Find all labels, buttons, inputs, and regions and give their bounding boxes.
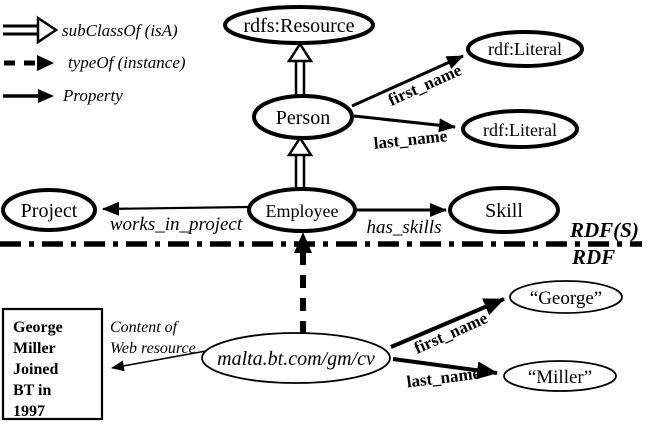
edge-last-name-schema-label: last_name bbox=[373, 126, 449, 153]
web-content-line: BT in bbox=[13, 382, 52, 399]
node-literal-miller: “Miller” bbox=[503, 360, 617, 392]
legend: subClassOf (isA) typeOf (instance) Prope… bbox=[3, 15, 186, 105]
subclassof-double-arrow-icon bbox=[3, 15, 59, 45]
node-web-resource-uri-label: malta.bt.com/gm/cv bbox=[217, 348, 375, 370]
node-literal-george-label: “George” bbox=[530, 288, 602, 309]
web-content-line: George bbox=[13, 319, 63, 336]
web-content-line: 1997 bbox=[13, 403, 45, 420]
node-project: Project bbox=[1, 188, 97, 232]
typeof-dashed-arrow-icon bbox=[4, 55, 54, 71]
node-employee: Employee bbox=[247, 187, 357, 233]
property-solid-arrow-icon bbox=[3, 89, 54, 103]
edge-last-name-instance bbox=[392, 357, 498, 380]
node-employee-label: Employee bbox=[266, 201, 339, 221]
web-content-box: George Miller Joined BT in 1997 bbox=[1, 307, 104, 421]
node-rdf-literal-first: rdf:Literal bbox=[466, 30, 584, 68]
web-resource-note-line2: Web resource bbox=[110, 340, 196, 357]
node-skill: Skill bbox=[448, 186, 560, 234]
edge-works-in-project-label: works_in_project bbox=[110, 214, 243, 235]
schema-layer-label: RDF(S) bbox=[569, 218, 639, 242]
web-content-line: Miller bbox=[13, 340, 56, 357]
edge-first-name-schema bbox=[351, 54, 464, 108]
edge-employee-subclassof-person bbox=[286, 135, 314, 189]
edge-works-in-project bbox=[102, 201, 250, 216]
edge-has-skills-label: has_skills bbox=[367, 217, 442, 238]
data-layer-label: RDF bbox=[571, 245, 615, 269]
node-literal-miller-label: “Miller” bbox=[528, 367, 592, 388]
legend-property-label: Property bbox=[62, 86, 123, 105]
edge-last-name-schema bbox=[353, 114, 456, 133]
legend-typeof-label: typeOf (instance) bbox=[68, 53, 186, 72]
node-rdfs-resource-label: rdfs:Resource bbox=[243, 15, 354, 37]
node-rdf-literal-first-label: rdf:Literal bbox=[488, 39, 562, 59]
node-project-label: Project bbox=[21, 200, 78, 222]
node-person-label: Person bbox=[276, 107, 330, 129]
edge-person-subclassof-resource bbox=[286, 41, 314, 97]
edge-webresource-typeof-employee bbox=[294, 232, 312, 334]
node-web-resource-uri: malta.bt.com/gm/cv bbox=[201, 332, 391, 384]
edge-content-of-web-resource bbox=[111, 350, 207, 372]
web-content-line: Joined bbox=[13, 361, 58, 378]
legend-subclassof-label: subClassOf (isA) bbox=[62, 21, 178, 40]
edge-last-name-instance-label: last_name bbox=[406, 364, 482, 392]
node-rdf-literal-last-label: rdf:Literal bbox=[483, 120, 557, 140]
edge-first-name-instance bbox=[390, 297, 505, 349]
node-rdfs-resource: rdfs:Resource bbox=[223, 5, 375, 45]
web-resource-note-line1: Content of bbox=[110, 319, 180, 336]
node-skill-label: Skill bbox=[485, 200, 523, 222]
node-person: Person bbox=[252, 94, 354, 140]
node-rdf-literal-last: rdf:Literal bbox=[461, 109, 579, 149]
node-literal-george: “George” bbox=[509, 280, 623, 314]
